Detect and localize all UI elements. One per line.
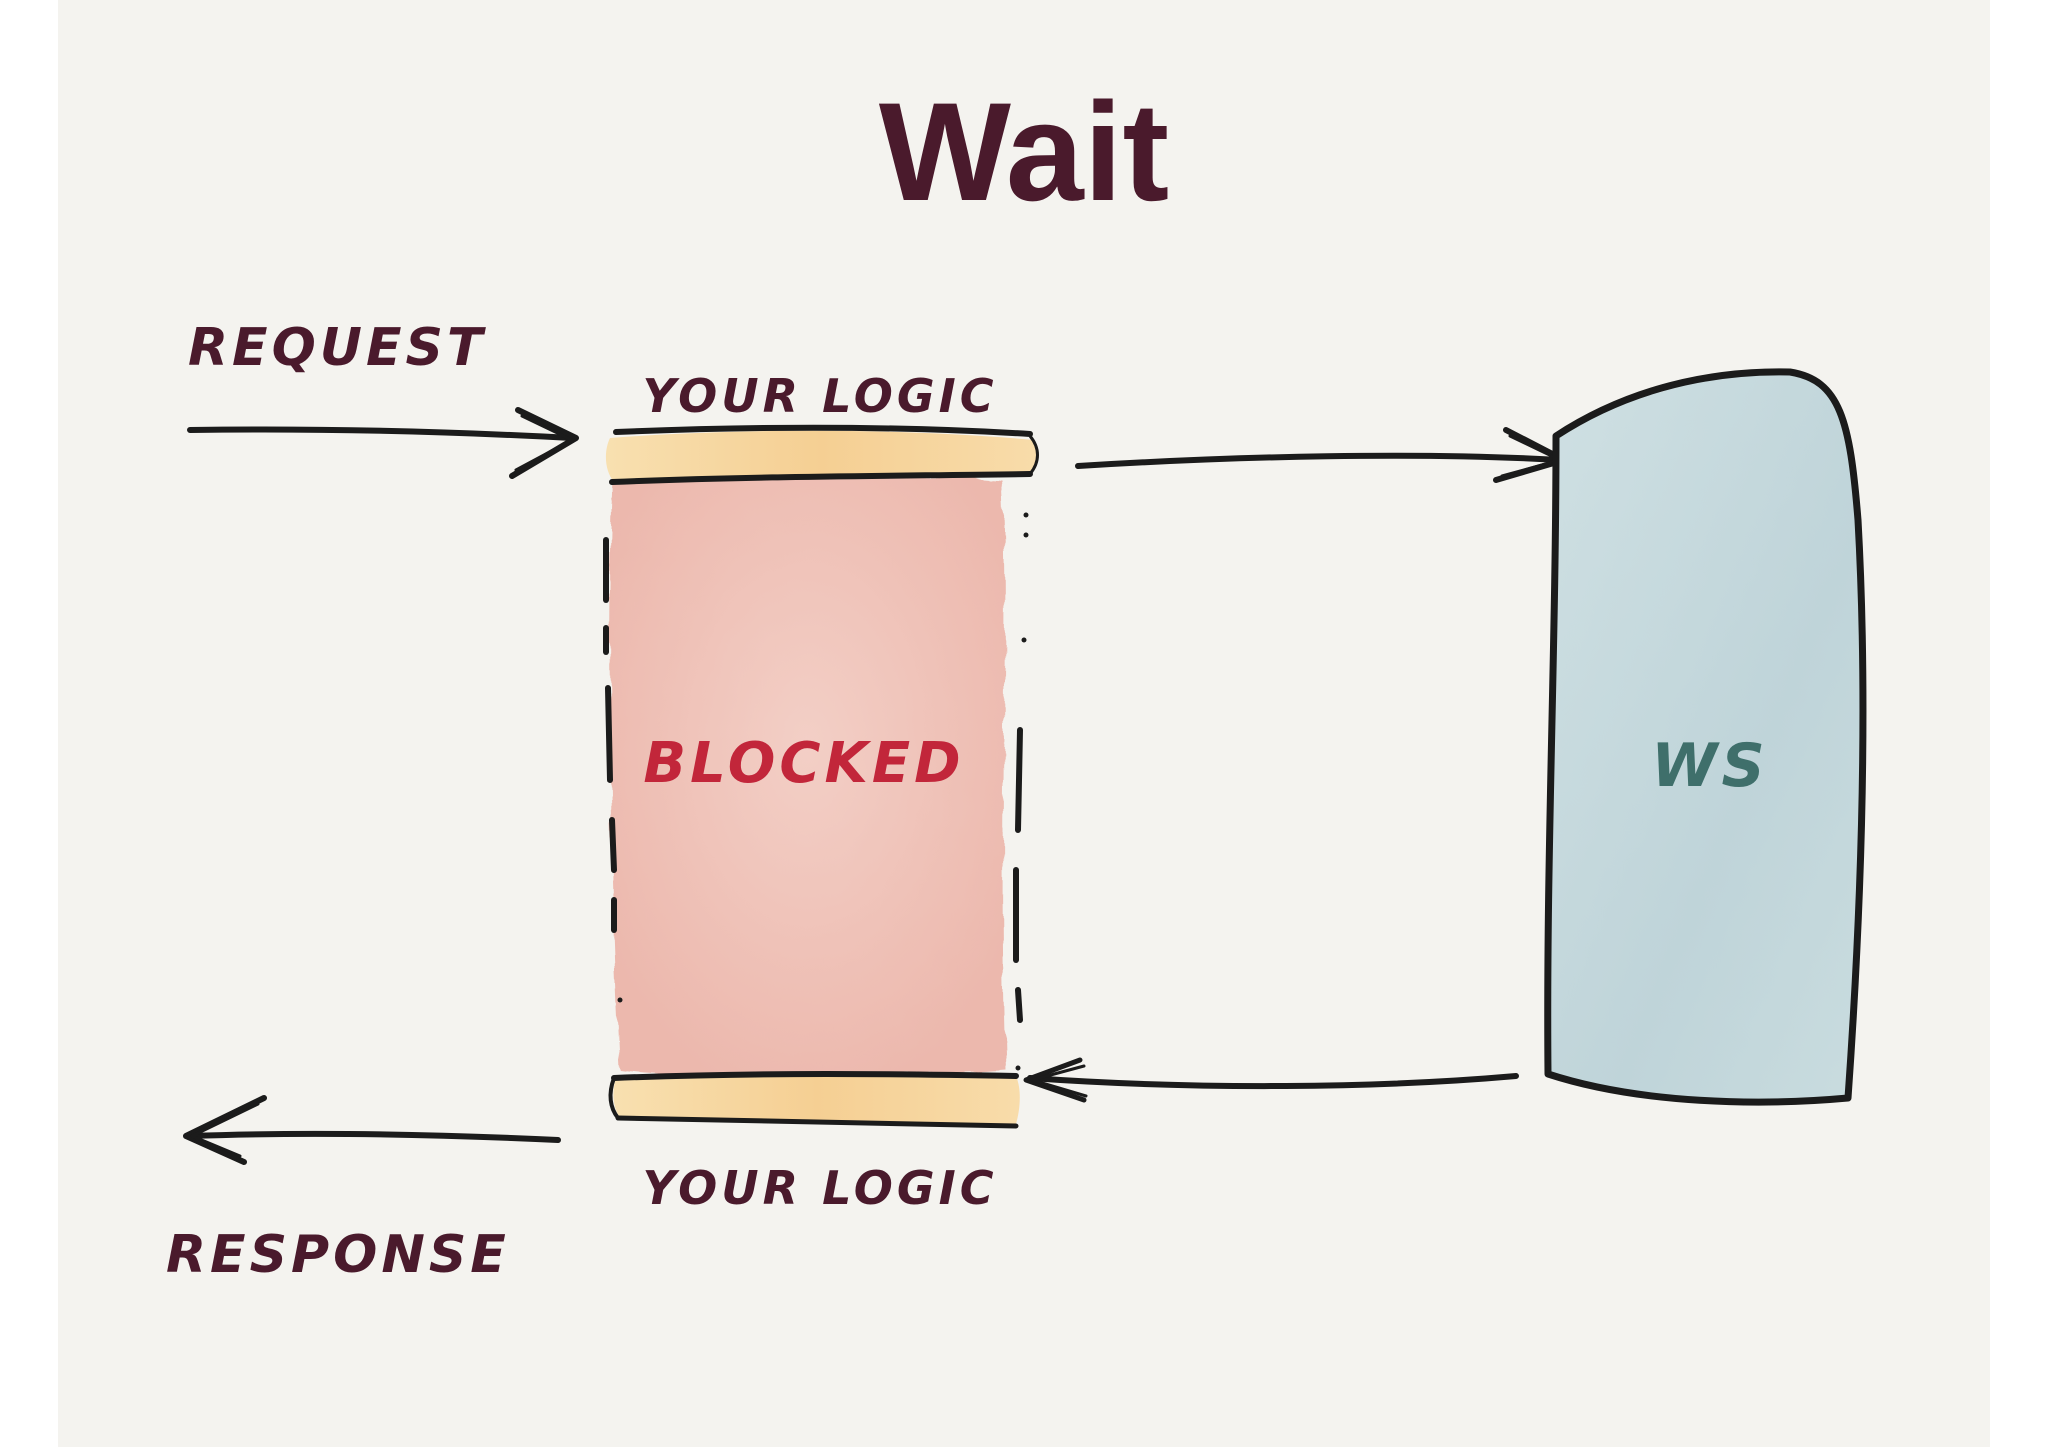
- ws-block: WS: [1544, 368, 1867, 1106]
- blocked-body: [609, 472, 1006, 1077]
- ws-outline: [1544, 368, 1867, 1106]
- logic-bar-bottom-fill: [613, 1073, 1020, 1124]
- logic-bar-bottom: YOUR LOGIC: [608, 1071, 1020, 1215]
- logic-bar-top: YOUR LOGIC: [605, 369, 1039, 485]
- diagram-title: Wait: [879, 73, 1169, 230]
- logic-bottom-label: YOUR LOGIC: [643, 1161, 998, 1215]
- response-label: RESPONSE: [166, 1225, 510, 1285]
- arrow-from-ws: [1023, 1057, 1519, 1103]
- blocked-label: BLOCKED: [643, 731, 964, 796]
- logic-bar-top-fill: [605, 430, 1038, 482]
- response-arrow: [183, 1095, 561, 1165]
- request-label: REQUEST: [188, 318, 486, 378]
- request-arrow: [187, 407, 579, 479]
- ws-label: WS: [1651, 731, 1768, 801]
- ws-body: [1547, 371, 1863, 1103]
- blocked-region: BLOCKED: [603, 472, 1029, 1077]
- logic-top-label: YOUR LOGIC: [643, 369, 998, 423]
